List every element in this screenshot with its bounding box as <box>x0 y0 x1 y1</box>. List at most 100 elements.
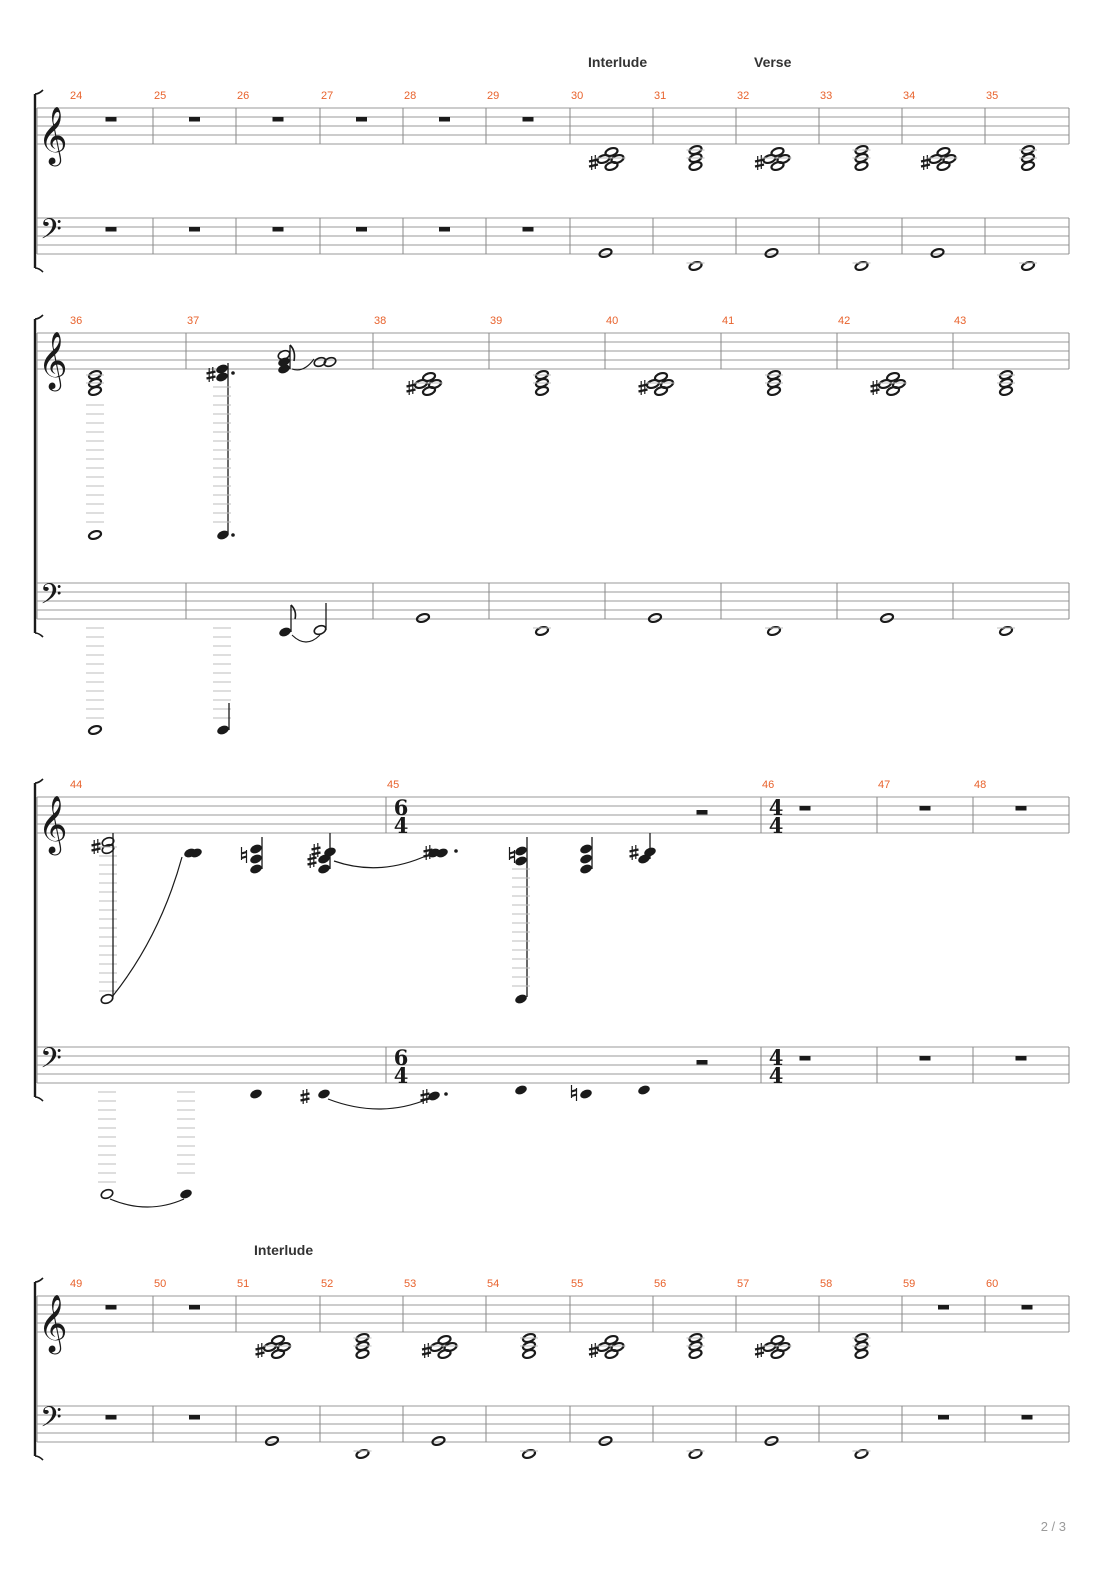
half-rest <box>272 227 284 232</box>
half-rest <box>189 1415 200 1420</box>
half-rest <box>799 1056 811 1061</box>
whole-note <box>263 1434 281 1448</box>
measure-number: 55 <box>571 1278 583 1290</box>
measure-number: 53 <box>404 1278 416 1290</box>
measure-number: 52 <box>321 1278 333 1290</box>
whole-note <box>929 246 946 260</box>
eighth-note <box>277 626 293 638</box>
sharp-sign <box>628 843 640 862</box>
half-rest <box>938 1415 949 1420</box>
tie <box>291 634 321 643</box>
measure-number: 32 <box>737 90 749 102</box>
measure-number: 43 <box>954 315 966 327</box>
sharp-sign <box>310 841 322 860</box>
whole-note <box>853 259 870 273</box>
section-label: Interlude <box>254 1242 313 1258</box>
half-rest <box>1021 1305 1033 1310</box>
whole-note <box>687 1447 704 1461</box>
measure-number: 49 <box>70 1278 82 1290</box>
half-rest <box>356 227 367 232</box>
measure-number: 29 <box>487 90 499 102</box>
bracket-bottom-hook <box>34 632 44 638</box>
note-flag <box>290 604 297 620</box>
sharp-sign <box>753 1341 766 1360</box>
half-rest <box>272 117 284 122</box>
sharp-sign <box>254 1341 266 1360</box>
natural-sign <box>570 1083 578 1103</box>
half-rest <box>105 117 117 122</box>
measure-number: 56 <box>654 1278 666 1290</box>
whole-note <box>878 611 896 625</box>
quarter-note <box>578 853 594 865</box>
augmentation-dot <box>231 371 235 375</box>
bracket-bottom-hook <box>34 1096 44 1102</box>
bracket-top-hook <box>34 778 44 784</box>
measure-number: 28 <box>404 90 416 102</box>
half-rest <box>356 117 367 122</box>
eighth-note <box>316 863 332 875</box>
bracket-bottom-hook <box>34 267 44 273</box>
half-rest <box>1015 806 1027 811</box>
half-rest <box>938 1305 949 1310</box>
half-rest <box>522 227 534 232</box>
measure-number: 31 <box>654 90 666 102</box>
measure-number: 59 <box>903 1278 915 1290</box>
half-rest <box>1021 1415 1033 1420</box>
whole-note <box>533 624 551 638</box>
quarter-note <box>513 1084 529 1096</box>
half-note <box>312 623 328 637</box>
bass-clef-icon: 𝄢 <box>40 578 62 618</box>
half-rest <box>696 810 708 815</box>
bass-clef-icon: 𝄢 <box>40 1042 62 1082</box>
measure-number: 38 <box>374 315 386 327</box>
quarter-note <box>248 863 264 875</box>
measure-number: 37 <box>187 315 199 327</box>
measure-number: 35 <box>986 90 998 102</box>
sharp-sign <box>753 153 766 172</box>
time-signature-numerator: 6 <box>394 795 409 820</box>
treble-clef-icon: 𝄞 <box>38 106 68 167</box>
bass-clef-icon: 𝄢 <box>40 1401 62 1441</box>
measure-number: 36 <box>70 315 82 327</box>
measure-number: 50 <box>154 1278 166 1290</box>
quarter-note <box>513 845 529 857</box>
measure-number: 57 <box>737 1278 749 1290</box>
bracket-top-hook <box>34 314 44 320</box>
whole-note <box>763 246 780 260</box>
slur <box>111 856 183 998</box>
dotted-quarter-note <box>215 724 231 736</box>
measure-number: 24 <box>70 90 82 102</box>
bracket-bottom-hook <box>34 1455 44 1461</box>
whole-note <box>86 723 104 737</box>
augmentation-dot <box>231 533 235 537</box>
quarter-note <box>513 855 529 867</box>
measure-number: 25 <box>154 90 166 102</box>
whole-note <box>687 259 704 273</box>
bass-clef-icon: 𝄢 <box>40 213 62 253</box>
section-label: Interlude <box>588 54 647 70</box>
measure-number: 58 <box>820 1278 832 1290</box>
measure-number: 47 <box>878 779 890 791</box>
whole-note <box>86 528 104 542</box>
measure-number: 54 <box>487 1278 499 1290</box>
whole-note <box>354 1447 371 1461</box>
measure-number: 45 <box>387 779 399 791</box>
eighth-note <box>316 1088 332 1100</box>
eighth-note <box>178 1188 194 1200</box>
time-signature-numerator: 4 <box>769 1045 784 1070</box>
time-signature-denominator: 4 <box>769 813 784 838</box>
treble-clef-icon: 𝄞 <box>38 795 68 856</box>
measure-number: 44 <box>70 779 82 791</box>
half-note <box>99 992 115 1006</box>
sharp-sign <box>587 153 600 172</box>
tie <box>109 1198 185 1208</box>
time-signature-numerator: 6 <box>394 1045 409 1070</box>
quarter-note <box>248 843 264 855</box>
quarter-note <box>578 843 594 855</box>
treble-clef-icon: 𝄞 <box>38 1294 68 1355</box>
quarter-note <box>578 863 594 875</box>
sharp-sign <box>869 378 881 397</box>
